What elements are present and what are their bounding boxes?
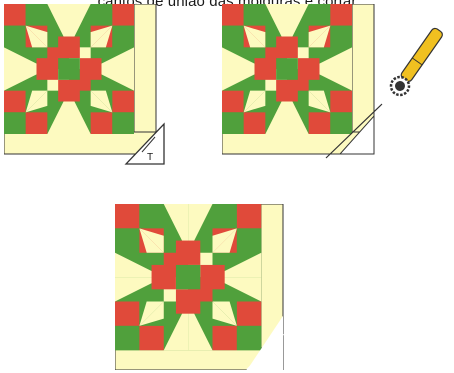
- block-square: [115, 204, 139, 228]
- block-square: [115, 302, 139, 326]
- block-square: [237, 302, 261, 326]
- block-square: [237, 204, 261, 228]
- block-square: [244, 4, 266, 26]
- block-square: [330, 91, 352, 113]
- block-square: [244, 112, 266, 134]
- block-square: [115, 326, 139, 350]
- quilt-block: [115, 204, 261, 350]
- template-letter: T: [147, 152, 153, 163]
- block-square: [309, 112, 331, 134]
- block-square: [330, 26, 352, 48]
- figure-finished-corner: [115, 204, 285, 370]
- block-square: [139, 326, 163, 350]
- block-square: [222, 112, 244, 134]
- block-square: [309, 4, 331, 26]
- block-square: [112, 4, 134, 26]
- figure-marking-corner: T: [4, 4, 170, 170]
- block-square: [222, 26, 244, 48]
- block-square: [112, 26, 134, 48]
- block-square: [237, 228, 261, 252]
- block-square: [213, 204, 237, 228]
- block-square: [4, 112, 26, 134]
- block-square: [222, 4, 244, 26]
- block-square: [330, 112, 352, 134]
- figure-cutting-corner: [222, 4, 454, 170]
- block-square: [112, 112, 134, 134]
- block-square: [26, 4, 48, 26]
- block-square: [91, 4, 113, 26]
- block-square: [115, 228, 139, 252]
- block-square: [4, 91, 26, 113]
- block-square: [91, 112, 113, 134]
- block-square: [237, 326, 261, 350]
- block-square: [112, 91, 134, 113]
- block-square: [213, 326, 237, 350]
- border-strip-bottom: [4, 132, 156, 154]
- block-square: [330, 4, 352, 26]
- quilt-block: [4, 4, 134, 134]
- rotary-cutter-icon: [387, 25, 446, 98]
- block-square: [222, 91, 244, 113]
- block-square: [4, 26, 26, 48]
- block-square: [139, 204, 163, 228]
- block-square: [26, 112, 48, 134]
- quilt-block: [222, 4, 352, 134]
- block-square: [4, 4, 26, 26]
